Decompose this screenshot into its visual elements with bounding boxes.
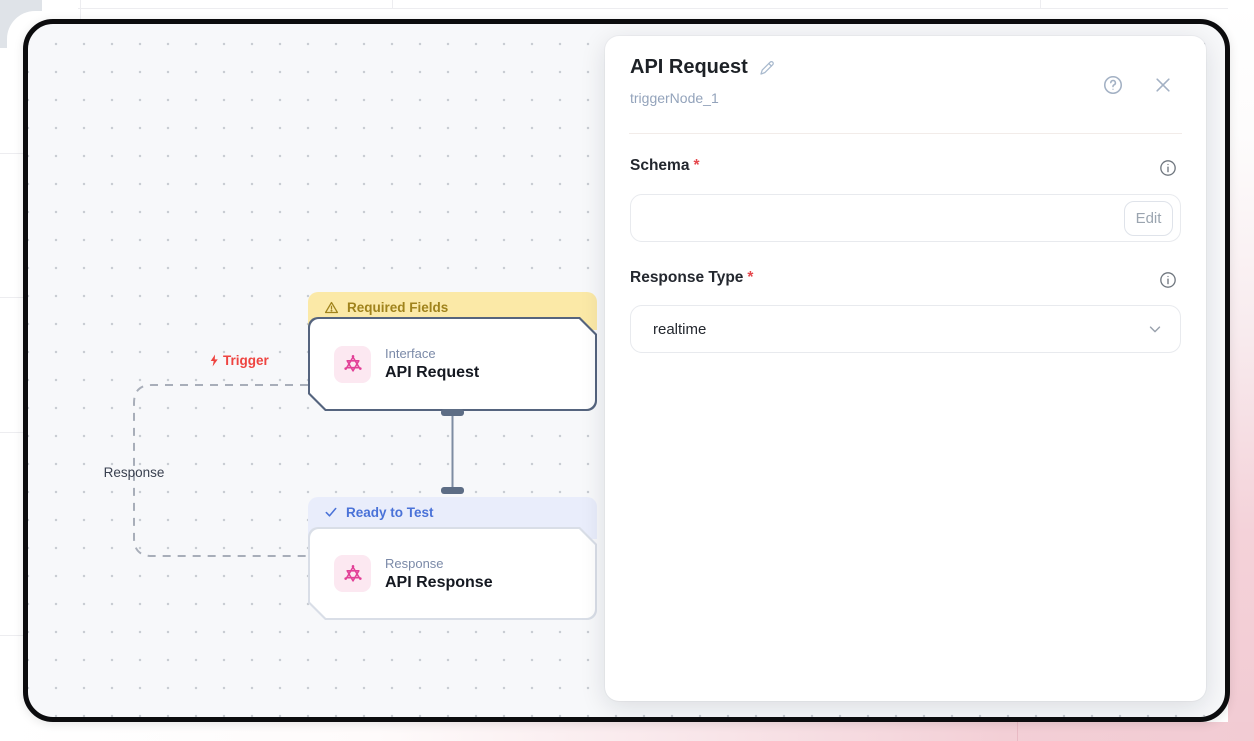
page-pink-edge <box>0 722 1254 741</box>
node-id: triggerNode_1 <box>630 90 719 106</box>
help-icon[interactable] <box>1101 73 1125 97</box>
lightning-icon <box>208 353 221 368</box>
page-pink-edge <box>1228 0 1254 741</box>
node-api-response[interactable]: Response API Response <box>308 527 597 620</box>
edge-label-text: Trigger <box>223 353 269 368</box>
check-icon <box>324 505 338 519</box>
response-type-select[interactable]: realtime <box>630 305 1181 353</box>
background-gridline <box>0 432 23 433</box>
chevron-down-icon <box>1146 320 1164 338</box>
edge-label-response: Response <box>94 465 174 480</box>
node-title: API Response <box>385 573 493 591</box>
background-gridline <box>392 0 393 8</box>
edit-pencil-icon[interactable] <box>758 59 776 77</box>
background-gridline <box>0 635 23 636</box>
banner-text: Ready to Test <box>346 505 434 520</box>
required-mark: * <box>747 269 754 286</box>
schema-field-label: Schema* <box>630 157 700 174</box>
page-pink-gridline <box>1017 722 1018 741</box>
node-input-handle[interactable] <box>441 487 464 494</box>
warning-icon <box>324 300 339 315</box>
response-type-value: realtime <box>653 320 707 338</box>
node-title: API Request <box>385 364 480 381</box>
response-node-icon <box>334 555 371 592</box>
required-mark: * <box>693 157 700 174</box>
background-gridline <box>1040 0 1041 8</box>
schema-input[interactable]: Edit <box>630 194 1181 242</box>
interface-node-icon <box>334 346 371 383</box>
info-icon[interactable] <box>1158 158 1178 178</box>
info-icon[interactable] <box>1158 270 1178 290</box>
node-category: Interface <box>385 346 436 361</box>
panel-title: API Request <box>630 56 748 78</box>
response-type-field-label: Response Type* <box>630 269 754 286</box>
background-gridline <box>0 153 23 154</box>
close-icon[interactable] <box>1151 73 1175 97</box>
node-category: Response <box>385 555 444 571</box>
panel-divider <box>629 133 1182 134</box>
schema-edit-button[interactable]: Edit <box>1124 201 1173 236</box>
node-api-request[interactable]: Interface API Request <box>308 317 597 411</box>
edge-label-text: Response <box>103 465 165 480</box>
edge-label-trigger: Trigger <box>208 353 308 368</box>
background-gridline <box>78 8 1254 9</box>
node-output-handle[interactable] <box>441 409 464 416</box>
node-properties-panel: API Request triggerNode_1 Sch <box>605 36 1206 701</box>
background-gridline <box>80 0 81 19</box>
edge-layer <box>133 384 454 557</box>
background-gridline <box>0 297 23 298</box>
banner-text: Required Fields <box>347 300 449 315</box>
flow-editor-window: Trigger Response Required Fields Interfa… <box>23 19 1230 722</box>
